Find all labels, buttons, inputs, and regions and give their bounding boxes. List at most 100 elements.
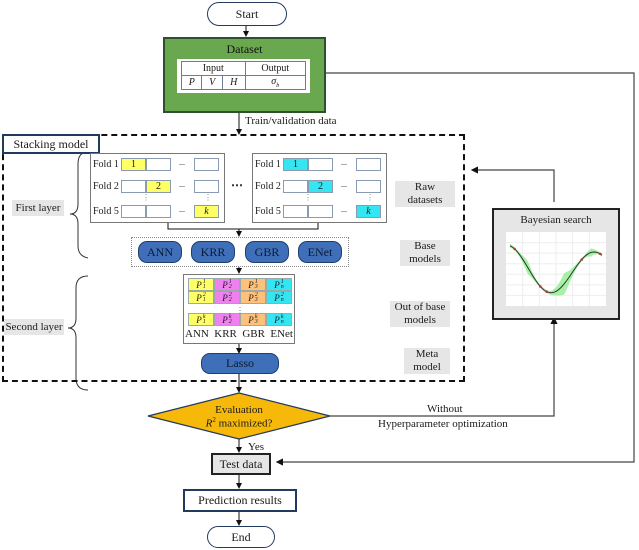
fold-cell-marked: k (194, 205, 219, 218)
model-krr: KRR (191, 241, 235, 263)
line-folds-merge (167, 221, 319, 230)
dataset-table: Input Output P V H σb (180, 61, 307, 90)
fold-label: Fold 1 (93, 159, 119, 170)
start-label: Start (235, 6, 259, 21)
fold-cell (283, 205, 308, 218)
fold-ellipsis: ... (341, 205, 347, 214)
first-layer-label: First layer (12, 200, 64, 216)
fold-cell (283, 180, 308, 193)
fold-cell-marked: 1 (283, 158, 308, 171)
uncertainty-band (510, 243, 602, 296)
dataset-box: Dataset Input Output P V H σb (163, 37, 326, 113)
hyperparameter-label: Hyperparameter optimization (378, 418, 508, 430)
fold-cell (308, 158, 333, 171)
output-sigma: σb (244, 75, 307, 90)
fold-label: Fold 2 (93, 181, 119, 192)
input-p: P (180, 75, 203, 90)
fold-cell (146, 158, 171, 171)
pgrid-vdots: ⋮ (236, 306, 244, 315)
evaluation-line1: Evaluation (215, 403, 263, 416)
input-header: Input (181, 61, 246, 76)
observation-point (580, 258, 584, 261)
fold-label: Fold 5 (255, 206, 281, 217)
observation-point (598, 252, 602, 256)
end-terminal: End (207, 526, 275, 548)
dataset-title: Dataset (226, 42, 263, 56)
fold-cell (308, 205, 333, 218)
observation-point (513, 247, 516, 251)
model-enet: ENet (298, 241, 342, 263)
fold-group-last: Fold 1 1 ... Fold 2 2 ... ⋮ ⋮ Fold 5 ...… (252, 153, 387, 223)
model-gbr: GBR (245, 241, 289, 263)
line-eval-to-bayes (330, 316, 558, 417)
line-bayes-to-stacking (470, 166, 555, 202)
train-validation-label: Train/validation data (245, 115, 337, 127)
fold-vdots: ⋮ (142, 193, 150, 202)
fold-cell-marked: 1 (121, 158, 146, 171)
end-label: End (231, 529, 251, 544)
model-ann: ANN (138, 241, 182, 263)
prediction-results-box: Prediction results (183, 489, 297, 512)
fold-vdots: ⋮ (366, 193, 374, 202)
fold-ellipsis: ... (179, 158, 185, 167)
fold-cell (194, 158, 219, 171)
line-dataset-to-test (275, 72, 635, 466)
fold-vdots: ⋮ (204, 193, 212, 202)
fold-groups-ellipsis: ⋯ (231, 178, 243, 192)
evaluation-line2: R2 maximized? (205, 416, 273, 430)
first-layer-brace (69, 151, 89, 259)
base-models-row: ANN KRR GBR ENet (131, 237, 349, 267)
fold-vdots: ⋮ (304, 193, 312, 202)
fold-cell (121, 205, 146, 218)
stacking-model-frame (2, 134, 465, 382)
fold-label: Fold 5 (93, 206, 119, 217)
oob-label-gbr: GBR (242, 328, 265, 340)
input-h: H (221, 75, 246, 90)
fold-label: Fold 2 (255, 181, 281, 192)
fold-cell (356, 158, 381, 171)
fold-cell-marked: 2 (146, 180, 171, 193)
fold-ellipsis: ... (341, 158, 347, 167)
evaluation-text: Evaluation R2 maximized? (180, 403, 298, 431)
oob-label-krr: KRR (214, 328, 237, 340)
fold-cell (356, 180, 381, 193)
output-header: Output (244, 61, 307, 76)
without-label: Without (427, 403, 463, 415)
bayesian-search-box: Bayesian search (492, 208, 620, 320)
oob-label-enet: ENet (270, 328, 293, 340)
yes-label: Yes (248, 441, 265, 453)
fold-cell-marked: k (356, 205, 381, 218)
input-v: V (201, 75, 223, 90)
fold-ellipsis: ... (341, 180, 347, 189)
second-layer-label: Second layer (4, 319, 64, 335)
mean-curve (509, 245, 603, 294)
oob-column-labels: ANN KRR GBR ENet (185, 328, 293, 340)
second-layer-brace (67, 275, 89, 391)
fold-cell-marked: 2 (308, 180, 333, 193)
dataset-table-panel: Input Output P V H σb (177, 59, 310, 93)
fold-group-first: Fold 1 1 ... Fold 2 2 ... ⋮ ⋮ Fold 5 ...… (90, 153, 225, 223)
bayesian-plot (506, 232, 606, 306)
oob-label-ann: ANN (185, 328, 209, 340)
fold-cell (146, 205, 171, 218)
observation-point (539, 285, 542, 288)
stacking-model-label: Stacking model (2, 134, 100, 154)
observation-point (545, 290, 549, 294)
fold-cell (121, 180, 146, 193)
